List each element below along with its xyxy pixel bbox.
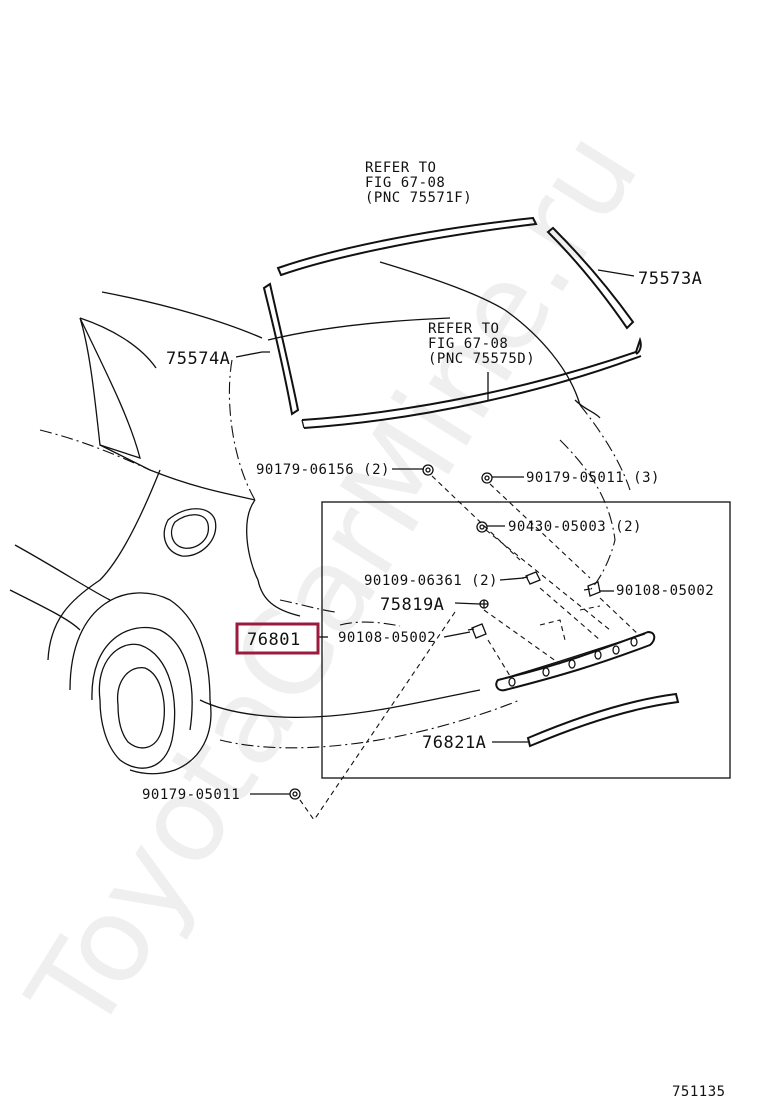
- fastener-nut-90179-06156: [422, 464, 434, 476]
- detail-frame: [321, 501, 731, 779]
- part-label-75819A[interactable]: 75819A: [380, 595, 444, 615]
- refer-note-mid-line3: (PNC 75575D): [428, 351, 535, 367]
- weatherstrip-upper: [276, 216, 538, 277]
- part-label-90108-05002-left[interactable]: 90108-05002: [338, 630, 436, 646]
- part-label-76801[interactable]: 76801: [247, 630, 301, 650]
- refer-note-top-line1: REFER TO: [365, 160, 436, 176]
- refer-note-mid-line2: FIG 67-08: [428, 336, 508, 352]
- assembly-dashed-lines: [299, 475, 641, 821]
- part-label-90179-05011-3[interactable]: 90179-05011 (3): [526, 470, 660, 486]
- car-body-outline: [9, 261, 631, 775]
- part-label-75574A[interactable]: 75574A: [166, 349, 230, 369]
- figure-id: 751135: [672, 1084, 726, 1100]
- leader-lines: [235, 269, 635, 795]
- moulding-76821A: [526, 692, 680, 748]
- refer-note-top-line2: FIG 67-08: [365, 175, 445, 191]
- part-label-90179-05011[interactable]: 90179-05011: [142, 787, 240, 803]
- part-label-90108-05002-right[interactable]: 90108-05002: [616, 583, 714, 599]
- refer-note-top-line3: (PNC 75571F): [365, 190, 472, 206]
- weatherstrip-lower: [301, 336, 642, 429]
- fastener-90430-05003: [476, 521, 488, 533]
- fastener-clip-90109-06361: [521, 571, 541, 585]
- refer-note-mid: REFER TO FIG 67-08 (PNC 75575D): [428, 321, 535, 367]
- part-label-75573A[interactable]: 75573A: [638, 269, 702, 289]
- part-label-90179-06156[interactable]: 90179-06156 (2): [256, 462, 390, 478]
- fastener-nut-90179-05011-bottom: [289, 788, 301, 800]
- weatherstrip-left-75574A: [262, 282, 300, 416]
- garnish-clip-holes: [508, 637, 638, 687]
- highlight-box-76801: [235, 622, 320, 655]
- refer-note-top: REFER TO FIG 67-08 (PNC 75571F): [365, 160, 472, 206]
- part-label-90430-05003[interactable]: 90430-05003 (2): [508, 519, 642, 535]
- weatherstrip-right-75573A: [546, 226, 635, 330]
- fastener-nut-90179-05011-top: [481, 472, 493, 484]
- fastener-clip-90108-05002-right: [583, 581, 601, 597]
- rear-garnish: [495, 630, 656, 692]
- part-label-76821A[interactable]: 76821A: [422, 733, 486, 753]
- refer-note-mid-line1: REFER TO: [428, 321, 499, 337]
- fastener-clip-90108-05002-left: [467, 623, 487, 639]
- part-label-90109-06361[interactable]: 90109-06361 (2): [364, 573, 498, 589]
- fastener-75819A: [479, 599, 489, 609]
